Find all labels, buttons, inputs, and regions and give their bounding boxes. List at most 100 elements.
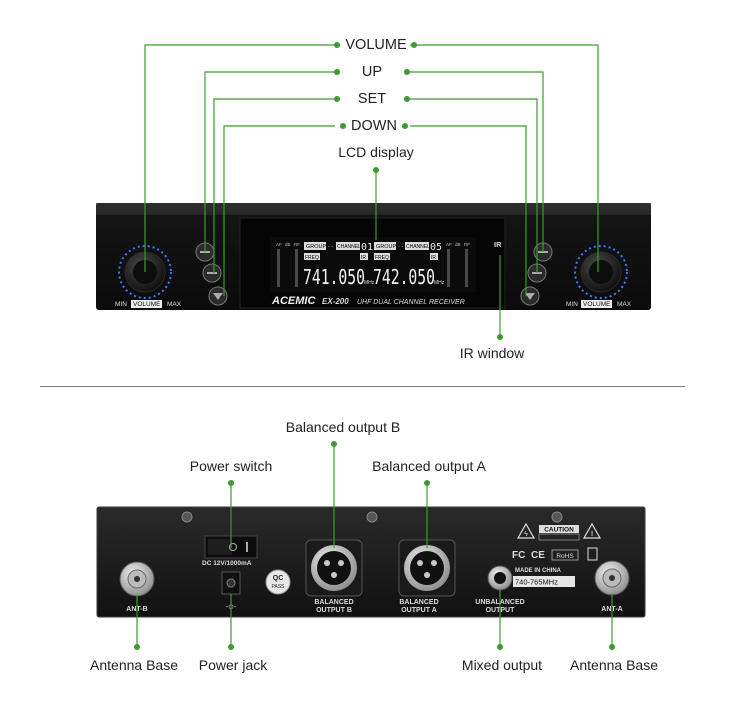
knob-max-right: MAX	[617, 301, 632, 308]
jack-hole	[494, 572, 506, 584]
xlr-pin	[331, 572, 337, 578]
lcd-freq-a-tag: FREQ	[305, 255, 319, 261]
ant-b-pin	[134, 576, 140, 582]
lcd-ch-b: 05	[430, 242, 442, 253]
knob-min-right: MIN	[566, 301, 578, 308]
label-antenna-base-right: Antenna Base	[570, 657, 658, 673]
lcd-channel-b-bg	[405, 242, 429, 250]
bal-a-label-1: BALANCED	[399, 599, 438, 606]
callout-volume-left	[144, 44, 335, 272]
lcd-freq-a-bg	[304, 253, 320, 260]
rohs-box	[551, 549, 579, 561]
compliance-label: ϟ CAUTION ! FC CE RoHS MADE IN CHINA 740…	[512, 522, 602, 587]
unbalanced-jack[interactable]	[487, 565, 513, 591]
bolt-glyph: ϟ	[524, 531, 528, 538]
label-mixed-output: Mixed output	[461, 657, 543, 673]
bal-a-label-2: OUTPUT A	[401, 607, 437, 614]
callout-up-right	[410, 71, 544, 252]
xlr-pin	[424, 572, 430, 578]
warning-exclamation-icon	[582, 522, 602, 539]
volume-knob-right[interactable]	[574, 245, 628, 299]
meter-db-b: dB	[455, 242, 461, 247]
screw-icon	[181, 511, 193, 523]
back-callout-dots	[134, 441, 615, 650]
callout-set-right	[410, 98, 538, 273]
antenna-connector-a[interactable]	[594, 560, 630, 596]
model-name: EX-200	[322, 297, 349, 306]
xlr-a-socket	[410, 551, 444, 585]
knob-volume-label-bg-left	[131, 300, 162, 308]
knob-volume-label-left: VOLUME	[133, 301, 161, 308]
exclamation-glyph: !	[591, 531, 593, 538]
power-off-icon	[229, 543, 237, 551]
bal-b-label-1: BALANCED	[314, 599, 353, 606]
back-panel-body	[97, 507, 645, 617]
back-callout-lines	[136, 444, 613, 647]
product-name: UHF DUAL CHANNEL RECEIVER	[357, 299, 465, 306]
lcd-ir-b-bg	[430, 253, 438, 260]
freq-range: 740-765MHz	[515, 578, 558, 587]
ce-mark: CE	[531, 550, 545, 561]
xlr-b-socket	[317, 551, 351, 585]
power-switch-rocker	[208, 539, 232, 555]
chevron-down-icon	[525, 293, 535, 300]
screw-icon	[366, 511, 378, 523]
freq-range-bg	[513, 576, 575, 587]
power-on-icon	[246, 542, 248, 552]
lcd-freq-b: 742.050	[373, 265, 435, 289]
callout-volume-right	[410, 44, 599, 272]
meter-rf-b: RF	[464, 242, 470, 247]
front-callout-lines	[144, 44, 599, 337]
lcd-channel-b: CHANNEL	[406, 244, 430, 250]
lcd-freq-b-tag: FREQ	[375, 255, 389, 261]
label-power-jack: Power jack	[198, 657, 268, 673]
minus-icon	[207, 272, 217, 274]
qc-text: QC	[273, 575, 284, 582]
lcd-unit-b: MHz	[434, 280, 445, 286]
caution-text: CAUTION	[544, 527, 574, 534]
knob-volume-label-bg-right	[581, 300, 612, 308]
xlr-pin	[338, 560, 344, 566]
lcd-display: AF dB RF AF dB RF GROUP - - CHANNEL 01 F…	[239, 217, 506, 309]
lcd-unit-a: MHz	[364, 280, 375, 286]
lcd-ir-b: IR	[431, 255, 436, 261]
back-panel: ANT-B DC 12V/1000mA -⊙- QC PASS	[96, 506, 646, 618]
lcd-ir-a-bg	[360, 253, 368, 260]
qc-sticker-body	[265, 569, 291, 595]
label-lcd-display: LCD display	[338, 144, 414, 160]
lcd-group-a: GROUP	[306, 244, 327, 250]
dc-rating-label: DC 12V/1000mA	[202, 560, 252, 567]
lcd-freq-a: 741.050	[303, 265, 365, 289]
rohs-mark: RoHS	[556, 553, 574, 560]
section-divider	[40, 386, 685, 387]
bal-b-label-2: OUTPUT B	[316, 607, 352, 614]
weee-bin-icon	[587, 547, 598, 561]
warning-bolt-icon	[516, 522, 536, 539]
rf-meter-bar-a	[295, 249, 298, 287]
knob-volume-label-right: VOLUME	[583, 301, 611, 308]
lcd-ch-a: 01	[361, 242, 373, 253]
label-ir-window: IR window	[459, 345, 525, 361]
ir-window-label: IR	[494, 240, 502, 249]
back-panel-border	[96, 506, 646, 618]
made-in-china: MADE IN CHINA	[515, 568, 562, 574]
af-meter-bar-b	[447, 249, 450, 287]
meter-af-a: AF	[276, 242, 282, 247]
power-jack-hole	[226, 578, 236, 588]
callout-up-left	[204, 71, 335, 252]
xlr-connector-a[interactable]	[398, 539, 456, 597]
lcd-group-b: GROUP	[376, 244, 397, 250]
label-antenna-base-left: Antenna Base	[90, 657, 178, 673]
knob-center-right	[589, 260, 613, 284]
label-set: SET	[357, 91, 387, 107]
lcd-ir-a: IR	[361, 255, 366, 261]
screw-icon	[551, 511, 563, 523]
antenna-connector-b[interactable]	[119, 561, 155, 597]
xlr-connector-b[interactable]	[305, 539, 363, 597]
power-jack[interactable]	[221, 571, 241, 595]
xlr-pin	[431, 560, 437, 566]
ant-a-pin	[609, 575, 615, 581]
volume-ring-right	[574, 245, 628, 299]
